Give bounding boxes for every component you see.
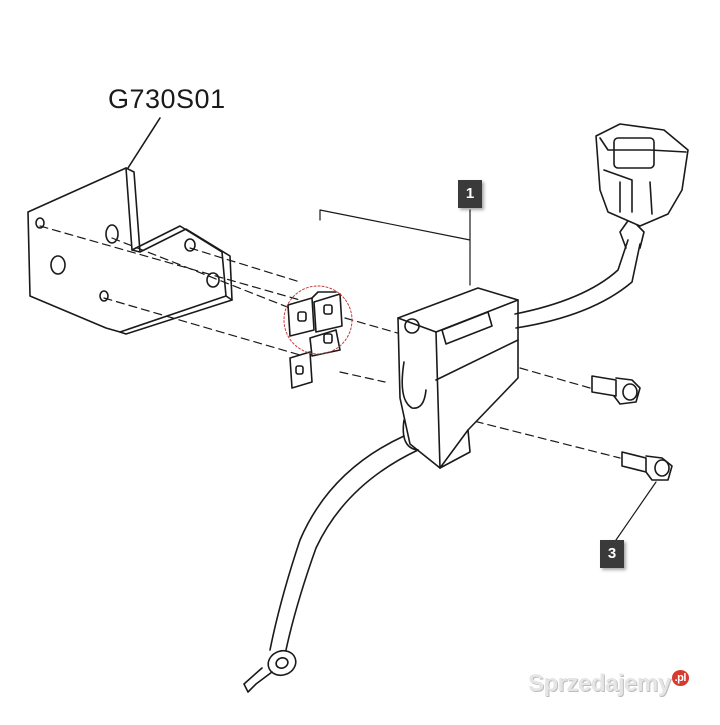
alignment-lines	[39, 225, 621, 459]
bolt-upper	[591, 375, 641, 405]
connector-plug	[595, 123, 689, 227]
callout-1-bracket	[319, 209, 471, 286]
part-code-leader	[127, 117, 161, 169]
mounting-bracket	[27, 167, 233, 335]
terminal-plates	[287, 291, 343, 389]
highlight-circle	[283, 285, 353, 355]
watermark-logo: Sprzedajemy.pl	[528, 670, 689, 698]
lower-cable	[243, 435, 419, 693]
callout-3-leader	[615, 481, 657, 541]
module-housing	[397, 287, 519, 469]
watermark-suffix: .pl	[671, 670, 689, 686]
callout-badge-3[interactable]: 3	[600, 540, 624, 568]
bolt-lower	[621, 451, 673, 481]
part-code-label: G730S01	[108, 84, 226, 114]
upper-cable	[514, 217, 645, 329]
callout-badge-1[interactable]: 1	[458, 180, 482, 208]
watermark-text: Sprzedajemy	[528, 670, 671, 697]
